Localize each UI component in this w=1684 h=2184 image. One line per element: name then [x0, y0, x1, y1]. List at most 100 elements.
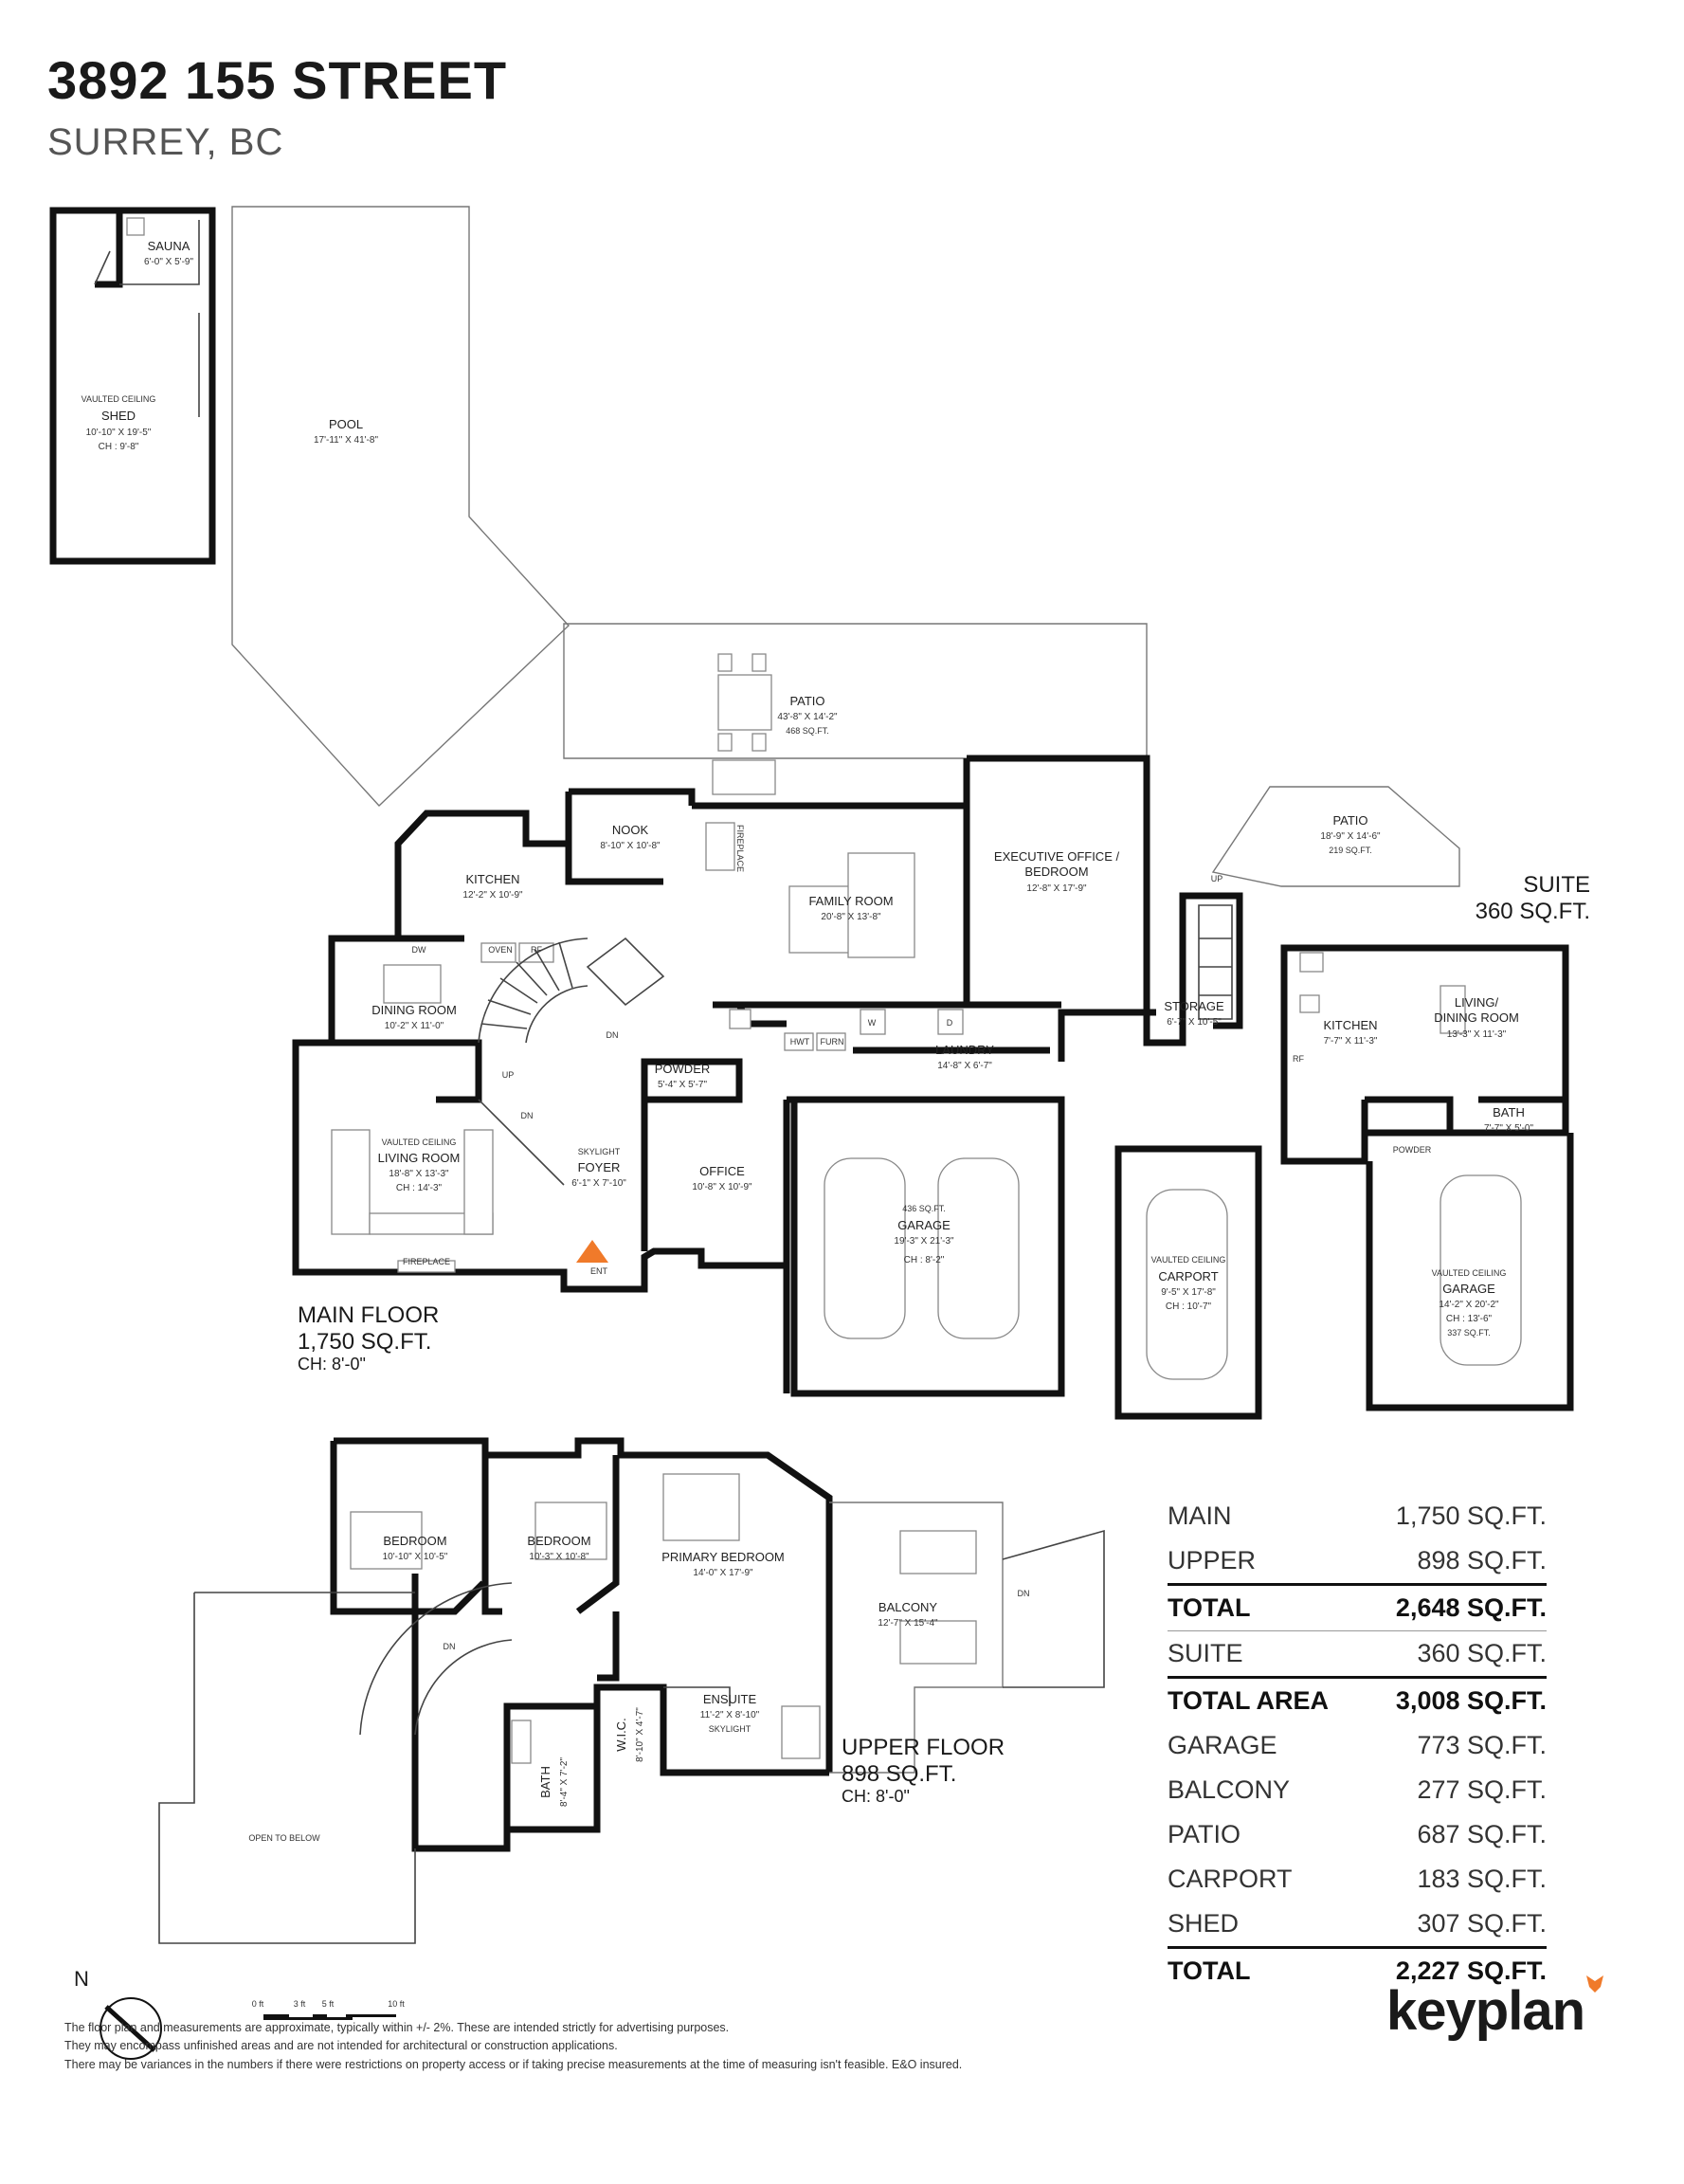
suite-garage-label: GARAGE: [1442, 1282, 1495, 1296]
pool-label: POOL: [329, 417, 363, 431]
svg-text:12'-2" X 10'-9": 12'-2" X 10'-9": [462, 890, 523, 901]
scale-labels: 0 ft 3 ft 5 ft 10 ft: [252, 1999, 406, 2009]
main-floor-walls: [292, 755, 1243, 1397]
svg-text:D: D: [947, 1018, 953, 1028]
svg-text:CH : 8'-2": CH : 8'-2": [904, 1255, 945, 1265]
svg-text:OVEN: OVEN: [488, 945, 513, 955]
svg-text:W: W: [868, 1018, 877, 1028]
fox-logo-icon: [1586, 1975, 1603, 1993]
svg-text:10'-10" X 10'-5": 10'-10" X 10'-5": [383, 1552, 448, 1562]
family-room-label: FAMILY ROOM: [808, 894, 893, 908]
entrance-marker-icon: [576, 1240, 608, 1263]
svg-text:0 ft: 0 ft: [252, 1999, 264, 2009]
shed-building: [49, 207, 216, 565]
svg-text:SKYLIGHT: SKYLIGHT: [578, 1147, 621, 1156]
svg-text:DINING ROOM: DINING ROOM: [1434, 1010, 1519, 1025]
fixture-labels: DW OVEN RF HWT FURN W D RF FIREPLACE FIR…: [403, 825, 1305, 1651]
svg-text:6'-1" X 7'-10": 6'-1" X 7'-10": [571, 1178, 626, 1189]
upper-bath-label: BATH: [538, 1766, 552, 1798]
living-dining-furniture: [331, 852, 915, 1273]
patio-outline: [563, 623, 1148, 795]
svg-text:CH : 14'-3": CH : 14'-3": [396, 1183, 443, 1193]
svg-text:DN: DN: [1018, 1589, 1030, 1598]
bedroom-1-label: BEDROOM: [383, 1534, 446, 1548]
svg-text:3 ft: 3 ft: [294, 1999, 306, 2009]
svg-text:19'-3" X 21'-3": 19'-3" X 21'-3": [894, 1236, 954, 1247]
suite-walls: [1211, 786, 1574, 1411]
svg-text:17'-11" X 41'-8": 17'-11" X 41'-8": [314, 435, 378, 446]
patio-label: PATIO: [789, 694, 824, 708]
office-label: OFFICE: [699, 1164, 745, 1178]
svg-text:CH : 10'-7": CH : 10'-7": [1166, 1301, 1212, 1312]
svg-text:DN: DN: [607, 1030, 619, 1040]
suite-kitchen-label: KITCHEN: [1323, 1018, 1377, 1032]
wic-label: W.I.C.: [614, 1718, 628, 1751]
primary-bedroom-label: PRIMARY BEDROOM: [661, 1550, 785, 1564]
keyplan-logo: keyplan: [1386, 1980, 1585, 2042]
svg-text:FIREPLACE: FIREPLACE: [403, 1257, 450, 1266]
svg-text:RF: RF: [531, 945, 542, 955]
svg-text:CH : 9'-8": CH : 9'-8": [99, 442, 139, 452]
property-address: 3892 155 STREET: [47, 50, 508, 110]
main-stair: [478, 904, 1233, 1186]
svg-text:CH : 13'-6": CH : 13'-6": [1446, 1314, 1493, 1324]
svg-text:43'-8" X 14'-2": 43'-8" X 14'-2": [777, 712, 838, 722]
svg-text:VAULTED CEILING: VAULTED CEILING: [1151, 1255, 1226, 1265]
svg-text:7'-7" X 5'-0": 7'-7" X 5'-0": [1484, 1123, 1534, 1134]
living-room-label: LIVING ROOM: [378, 1151, 461, 1165]
svg-text:DN: DN: [444, 1642, 456, 1651]
svg-text:UP: UP: [502, 1070, 515, 1080]
foyer-label: FOYER: [578, 1160, 621, 1174]
pool-outline: [231, 206, 570, 807]
carport-label: CARPORT: [1158, 1269, 1218, 1283]
svg-text:9'-5" X 17'-8": 9'-5" X 17'-8": [1161, 1287, 1216, 1298]
svg-text:12'-7" X 15'-4": 12'-7" X 15'-4": [878, 1618, 938, 1629]
svg-text:5'-4" X 5'-7": 5'-4" X 5'-7": [658, 1080, 708, 1090]
north-compass-icon: [100, 1997, 162, 2060]
disclaimer-text: The floor plan and measurements are appr…: [64, 2021, 963, 2071]
scale-bar: [263, 2014, 396, 2020]
laundry-label: LAUNDRY: [935, 1043, 994, 1057]
kitchen-label: KITCHEN: [465, 872, 519, 886]
svg-text:5 ft: 5 ft: [322, 1999, 335, 2009]
garage-walls: [783, 1100, 1262, 1420]
suite-patio-label: PATIO: [1332, 813, 1367, 828]
powder-label: POWDER: [655, 1062, 711, 1076]
svg-text:468 SQ.FT.: 468 SQ.FT.: [786, 726, 829, 736]
svg-text:10'-2" X 11'-0": 10'-2" X 11'-0": [385, 1021, 444, 1031]
svg-text:18'-8" X 13'-3": 18'-8" X 13'-3": [389, 1169, 449, 1179]
svg-text:7'-7" X 11'-3": 7'-7" X 11'-3": [1324, 1036, 1378, 1046]
main-floor-label: MAIN FLOOR 1,750 SQ.FT. CH: 8'-0": [298, 1302, 440, 1374]
svg-text:219 SQ.FT.: 219 SQ.FT.: [1329, 846, 1372, 855]
svg-text:20'-8" X 13'-8": 20'-8" X 13'-8": [821, 912, 881, 922]
executive-office-label: EXECUTIVE OFFICE /: [994, 849, 1120, 864]
suite-floor-label: SUITE 360 SQ.FT.: [1475, 872, 1590, 924]
svg-text:18'-9" X 14'-6": 18'-9" X 14'-6": [1320, 831, 1381, 842]
svg-text:8'-10" X 4'-7": 8'-10" X 4'-7": [635, 1707, 645, 1762]
svg-text:10 ft: 10 ft: [388, 1999, 405, 2009]
upper-floor-label: UPPER FLOOR 898 SQ.FT. CH: 8'-0": [842, 1735, 1005, 1807]
svg-text:10'-3" X 10'-8": 10'-3" X 10'-8": [529, 1552, 589, 1562]
svg-text:FIREPLACE: FIREPLACE: [735, 825, 745, 872]
balcony-label: BALCONY: [878, 1600, 937, 1614]
sauna-label: SAUNA: [148, 239, 190, 253]
suite-powder-label: POWDER: [1393, 1145, 1432, 1155]
svg-text:SKYLIGHT: SKYLIGHT: [709, 1724, 751, 1734]
ensuite-label: ENSUITE: [703, 1692, 757, 1706]
svg-text:13'-3" X 11'-3": 13'-3" X 11'-3": [1447, 1029, 1507, 1040]
svg-text:FURN: FURN: [821, 1037, 844, 1046]
svg-text:HWT: HWT: [790, 1037, 810, 1046]
property-city: SURREY, BC: [47, 121, 284, 163]
svg-text:10'-8" X 10'-9": 10'-8" X 10'-9": [692, 1182, 752, 1192]
suite-bath-label: BATH: [1493, 1105, 1525, 1119]
upper-floor-walls: [158, 1437, 1105, 1944]
svg-text:337 SQ.FT.: 337 SQ.FT.: [1447, 1328, 1491, 1338]
svg-text:10'-10" X 19'-5": 10'-10" X 19'-5": [86, 428, 152, 438]
